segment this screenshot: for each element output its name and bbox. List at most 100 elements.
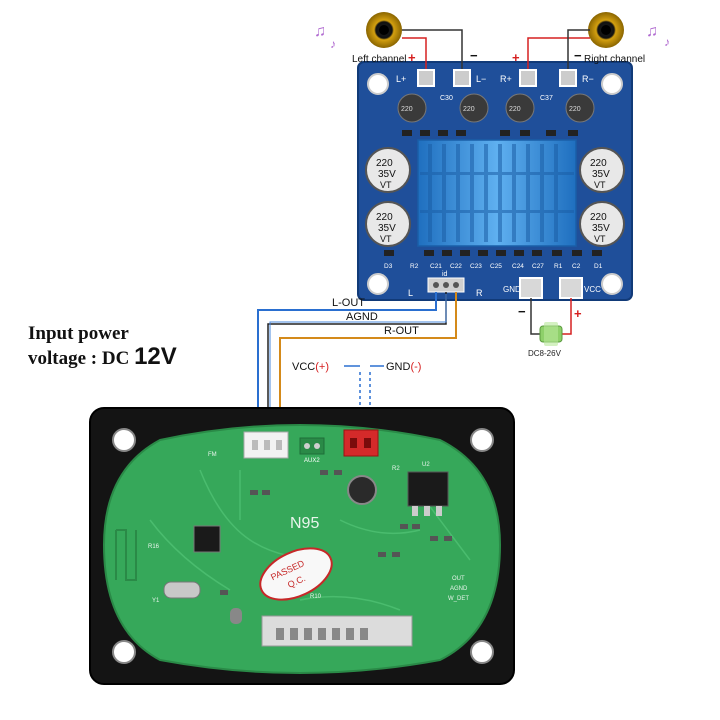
- silk-d1: D1: [594, 263, 603, 270]
- silk-c24: C24: [512, 263, 524, 270]
- decoder-module: AUX2 N95 PASSED Q.C.: [89, 407, 515, 685]
- svg-text:♫: ♫: [314, 23, 326, 40]
- big-cap-series: VT: [380, 180, 392, 190]
- power-connector: [343, 429, 379, 457]
- left-plus-sign: +: [408, 50, 416, 65]
- cap-value: 220: [401, 106, 413, 113]
- r-out-label: R-OUT: [384, 325, 419, 337]
- cap-value: 220: [569, 106, 581, 113]
- left-jack-hole: [379, 25, 389, 35]
- dc-minus-wire: [530, 298, 540, 335]
- vcc-sign: (+): [315, 361, 329, 373]
- dc-range-label: DC8-26V: [528, 349, 562, 358]
- l-out-label: L-OUT: [332, 297, 365, 309]
- agnd-wire: [269, 294, 447, 430]
- crystal-oscillator: [163, 581, 201, 599]
- gnd-pad-label: GND: [503, 285, 521, 294]
- silk-c23: C23: [470, 263, 482, 270]
- agnd-label: AGND: [346, 311, 378, 323]
- big-cap-voltage: 35V: [378, 169, 396, 180]
- left-channel-label: Left channel: [352, 54, 407, 65]
- smd-row-top: [402, 130, 578, 136]
- left-minus-wire: [402, 29, 463, 74]
- input-power-line2: voltage : DC 12V: [28, 345, 177, 370]
- cap-label-c30: C30: [440, 95, 453, 102]
- small-capacitors: 220 220 220 220 C30 C37: [397, 93, 595, 123]
- big-cap-voltage: 35V: [378, 223, 396, 234]
- amplifier-board: ♫ ♪ ♫ ♪ Left channel Right channel + − +…: [314, 12, 670, 358]
- audio-out-connector: [243, 431, 289, 459]
- housing-hole: [112, 640, 136, 664]
- dc-power-plug-icon: [539, 322, 563, 346]
- decoder-silk-labels: FM R16 R10 U2 Y1 R2 OUT AGND W_DET: [148, 452, 469, 604]
- input-id-label: id: [442, 271, 448, 278]
- big-cap-voltage: 35V: [592, 169, 610, 180]
- cap-label-c37: C37: [540, 95, 553, 102]
- svg-text:♫: ♫: [646, 23, 658, 40]
- mounting-hole: [367, 273, 389, 295]
- sd-card-slot: [261, 615, 413, 647]
- gnd-label: GND(-): [386, 361, 421, 373]
- silk-out: OUT: [452, 576, 465, 582]
- housing-hole: [470, 428, 494, 452]
- big-cap-voltage: 35V: [592, 223, 610, 234]
- terminal-label-l-minus: L−: [476, 74, 486, 84]
- right-plus-sign: +: [512, 50, 520, 65]
- model-label: N95: [290, 515, 319, 532]
- voltage-regulator: [407, 471, 449, 507]
- silk-c21: C21: [430, 263, 442, 270]
- silk-y1: Y1: [152, 598, 160, 604]
- silk-u2: U2: [422, 462, 430, 468]
- gnd-text: GND: [386, 361, 411, 373]
- vcc-label: VCC(+): [292, 361, 329, 373]
- heatsink: [417, 139, 577, 247]
- gnd-pad: [519, 277, 543, 299]
- speaker-terminals: L+ L− R+ R−: [396, 69, 594, 87]
- svg-text:♪: ♪: [330, 37, 336, 51]
- terminal-label-l-plus: L+: [396, 74, 406, 84]
- small-components: [220, 470, 452, 624]
- aux-label: AUX2: [304, 458, 320, 464]
- l-out-wire: [257, 292, 437, 430]
- big-cap-value: 220: [590, 212, 607, 223]
- right-minus-sign: −: [574, 48, 582, 63]
- gnd-sign: (-): [410, 361, 421, 373]
- silk-d3: D3: [384, 263, 393, 270]
- vcc-pad-label: VCC: [584, 285, 601, 294]
- right-plus-wire: [527, 37, 590, 74]
- input-power-value: 12V: [134, 343, 177, 370]
- big-capacitors: 220 35V VT 220 35V VT 220 35V VT 220 35V…: [365, 147, 625, 247]
- terminal-l-minus: [453, 69, 471, 87]
- vcc-text: VCC: [292, 361, 315, 373]
- silk-r2: R2: [392, 466, 400, 472]
- mounting-hole: [601, 73, 623, 95]
- antenna-trace: [115, 529, 137, 581]
- terminal-label-r-minus: R−: [582, 74, 594, 84]
- input-power-line2-text: voltage : DC: [28, 348, 130, 369]
- r-out-wire: [279, 292, 457, 430]
- input-r-label: R: [476, 288, 483, 298]
- music-notes-icon: ♫ ♪ ♫ ♪: [314, 23, 670, 51]
- silk-agnd: AGND: [450, 586, 468, 592]
- left-minus-sign: −: [470, 48, 478, 63]
- housing-hole: [470, 640, 494, 664]
- left-plus-wire: [402, 37, 427, 74]
- terminal-r-plus: [519, 69, 537, 87]
- cap-value: 220: [509, 106, 521, 113]
- aux-connector: AUX2: [299, 437, 325, 464]
- big-cap-series: VT: [594, 180, 606, 190]
- big-cap-series: VT: [380, 234, 392, 244]
- cap-value: 220: [463, 106, 475, 113]
- terminal-r-minus: [559, 69, 577, 87]
- decoder-chip: [193, 525, 221, 553]
- housing-hole: [112, 428, 136, 452]
- terminal-l-plus: [417, 69, 435, 87]
- right-minus-wire: [567, 29, 590, 74]
- bottom-silk-labels: D3 R2 C21 C22 C23 C25 C24 C27 R1 C2 D1: [384, 263, 603, 270]
- big-cap-value: 220: [376, 158, 393, 169]
- right-jack-hole: [601, 25, 611, 35]
- right-channel-label: Right channel: [584, 54, 645, 65]
- svg-text:♪: ♪: [664, 35, 670, 49]
- silk-c22: C22: [450, 263, 462, 270]
